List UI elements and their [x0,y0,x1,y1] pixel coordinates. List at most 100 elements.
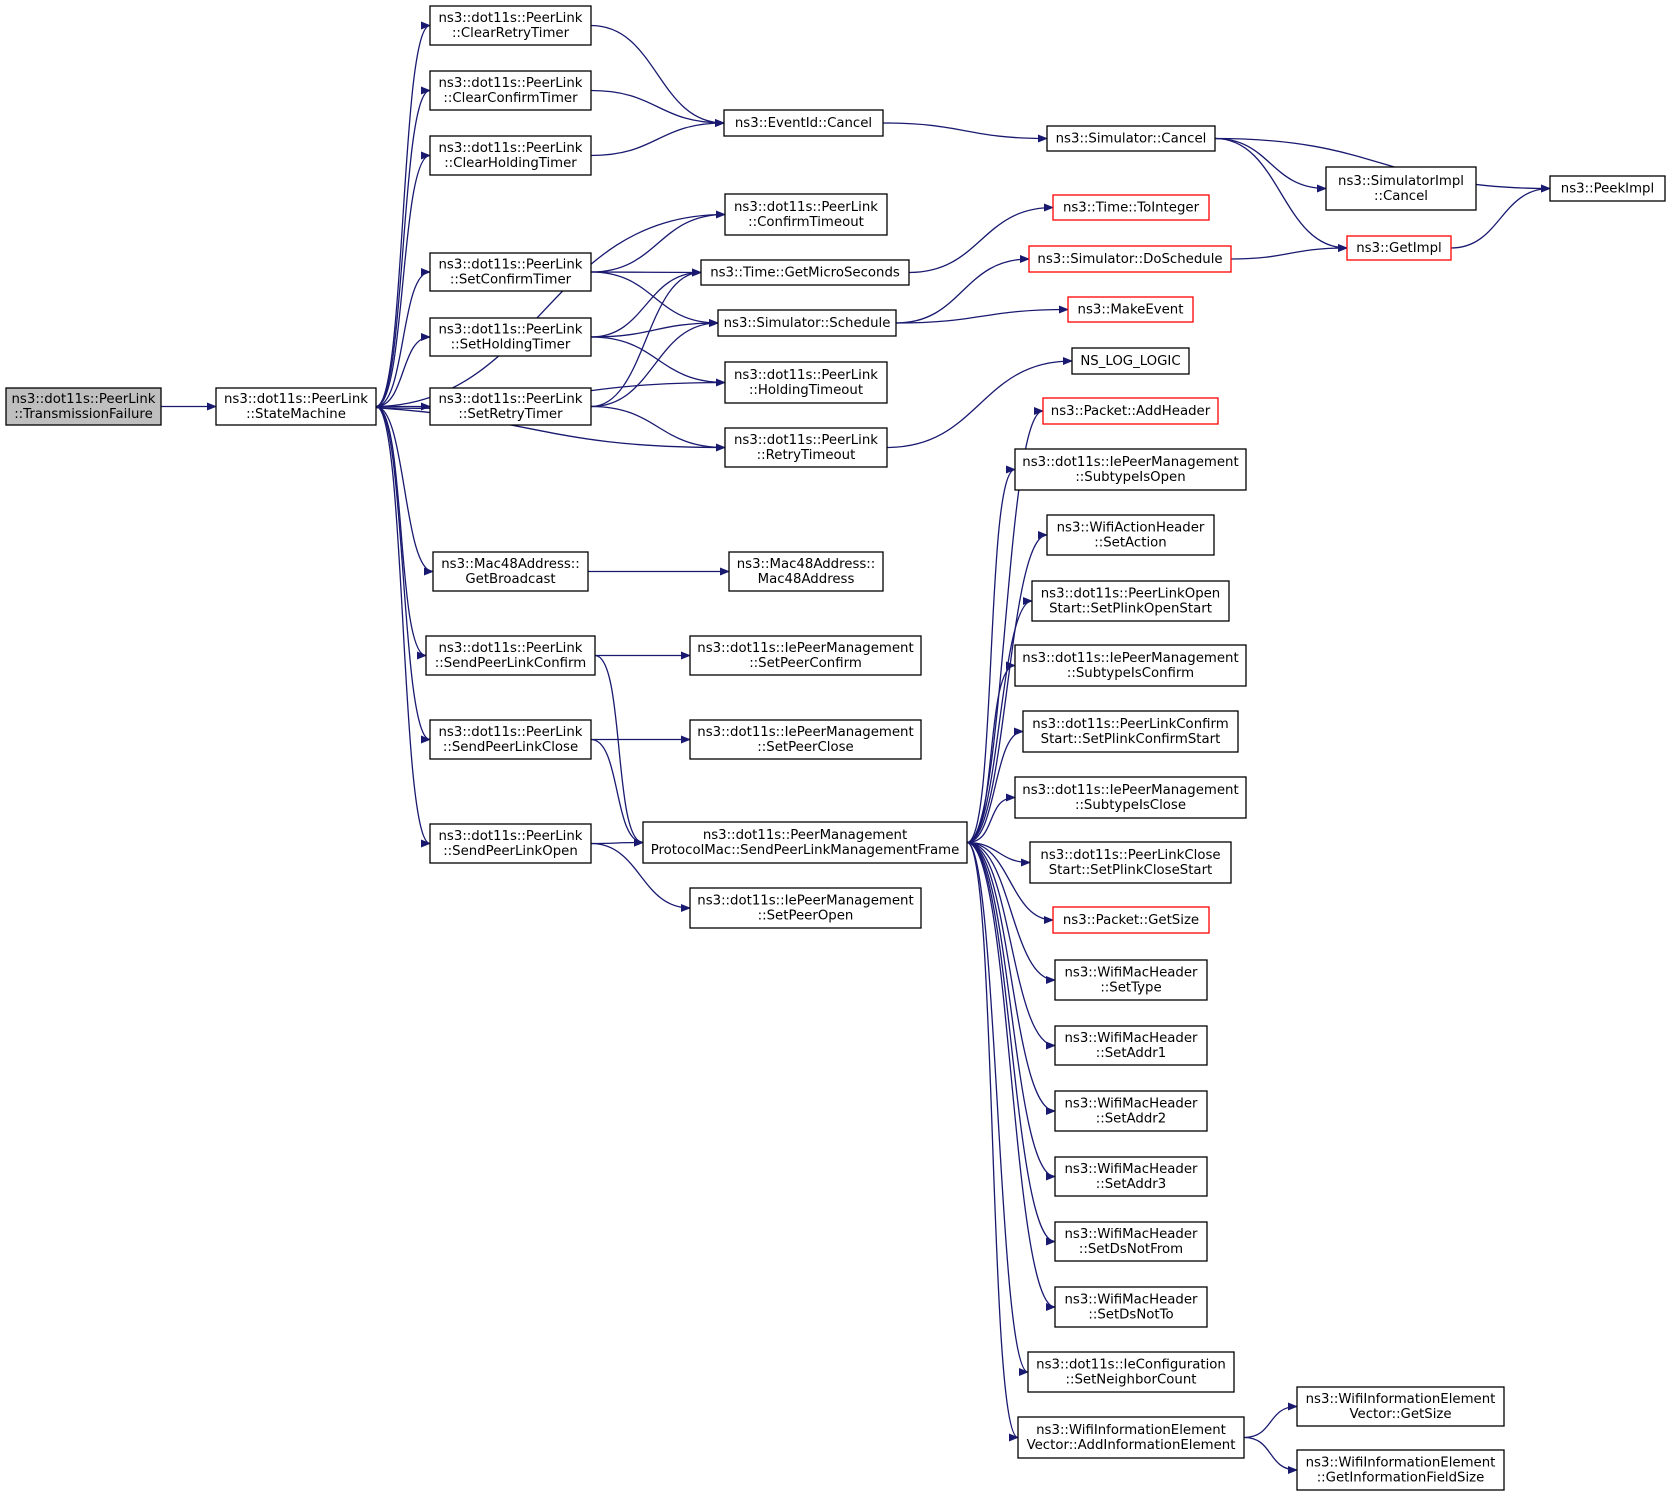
node-box[interactable] [724,361,888,404]
node-clear-retry-timer[interactable]: ns3::dot11s::PeerLink::ClearRetryTimer [429,5,592,46]
node-box[interactable] [717,309,897,337]
node-wifi-action-set-action[interactable]: ns3::WifiActionHeader::SetAction [1046,514,1215,556]
node-box[interactable] [1067,296,1194,323]
node-set-confirm-timer[interactable]: ns3::dot11s::PeerLink::SetConfirmTimer [429,252,592,292]
node-send-mgmt-frame[interactable]: ns3::dot11s::PeerManagementProtocolMac::… [642,821,968,864]
node-subtype-is-confirm[interactable]: ns3::dot11s::IePeerManagement::SubtypeIs… [1014,644,1247,687]
node-set-plink-open-start[interactable]: ns3::dot11s::PeerLinkOpenStart::SetPlink… [1031,580,1230,622]
node-holding-timeout[interactable]: ns3::dot11s::PeerLink::HoldingTimeout [724,361,888,404]
node-box[interactable] [1022,710,1239,753]
node-box[interactable] [1549,175,1666,202]
node-peek-impl[interactable]: ns3::PeekImpl [1549,175,1666,202]
node-box[interactable] [724,193,888,236]
node-time-to-integer[interactable]: ns3::Time::ToInteger [1052,194,1210,221]
node-clear-holding-timer[interactable]: ns3::dot11s::PeerLink::ClearHoldingTimer [429,135,592,176]
node-box[interactable] [1296,1449,1505,1491]
node-box[interactable] [1046,514,1215,556]
node-box[interactable] [1054,1025,1208,1066]
node-mac48-get-broadcast[interactable]: ns3::Mac48Address::GetBroadcast [432,551,589,592]
node-box[interactable] [1052,906,1210,934]
node-box[interactable] [1014,776,1247,819]
node-box[interactable] [1014,448,1247,491]
node-subtype-is-open[interactable]: ns3::dot11s::IePeerManagement::SubtypeIs… [1014,448,1247,491]
node-ns-log-logic[interactable]: NS_LOG_LOGIC [1071,347,1190,375]
node-simulator-schedule[interactable]: ns3::Simulator::Schedule [717,309,897,337]
node-set-peer-confirm[interactable]: ns3::dot11s::IePeerManagement::SetPeerCo… [689,635,922,676]
node-packet-get-size[interactable]: ns3::Packet::GetSize [1052,906,1210,934]
node-box[interactable] [429,252,592,292]
node-box[interactable] [1054,959,1208,1001]
node-wifimac-set-addr3[interactable]: ns3::WifiMacHeader::SetAddr3 [1054,1156,1208,1197]
node-box[interactable] [429,719,592,760]
node-box[interactable] [1031,580,1230,622]
node-box[interactable] [1028,245,1232,273]
node-box[interactable] [429,70,592,111]
node-transmission-failure[interactable]: ns3::dot11s::PeerLink::TransmissionFailu… [5,387,162,426]
node-box[interactable] [429,317,592,357]
node-mac48-address[interactable]: ns3::Mac48Address::Mac48Address [728,551,884,592]
node-box[interactable] [689,719,922,760]
node-get-impl[interactable]: ns3::GetImpl [1346,235,1452,261]
node-box[interactable] [1054,1156,1208,1197]
node-send-peer-link-confirm[interactable]: ns3::dot11s::PeerLink::SendPeerLinkConfi… [425,635,596,676]
node-wifimac-set-ds-not-to[interactable]: ns3::WifiMacHeader::SetDsNotTo [1054,1286,1208,1328]
node-box[interactable] [723,109,884,137]
node-wie-vector-get-size[interactable]: ns3::WifiInformationElementVector::GetSi… [1296,1386,1505,1427]
node-box[interactable] [215,387,377,426]
node-box[interactable] [429,135,592,176]
node-state-machine[interactable]: ns3::dot11s::PeerLink::StateMachine [215,387,377,426]
node-subtype-is-close[interactable]: ns3::dot11s::IePeerManagement::SubtypeIs… [1014,776,1247,819]
node-wifimac-set-addr1[interactable]: ns3::WifiMacHeader::SetAddr1 [1054,1025,1208,1066]
node-box[interactable] [1029,841,1232,884]
node-box[interactable] [425,635,596,676]
node-box[interactable] [1346,235,1452,261]
node-box[interactable] [724,427,888,468]
node-packet-add-header[interactable]: ns3::Packet::AddHeader [1042,397,1219,425]
node-retry-timeout[interactable]: ns3::dot11s::PeerLink::RetryTimeout [724,427,888,468]
node-wie-get-information-field-size[interactable]: ns3::WifiInformationElement::GetInformat… [1296,1449,1505,1491]
node-set-peer-open[interactable]: ns3::dot11s::IePeerManagement::SetPeerOp… [689,887,922,929]
node-box[interactable] [1042,397,1219,425]
node-box[interactable] [689,887,922,929]
node-box[interactable] [700,259,910,286]
node-box[interactable] [1054,1286,1208,1328]
node-box[interactable] [1054,1090,1208,1132]
node-box[interactable] [1054,1221,1208,1262]
node-box[interactable] [432,551,589,592]
node-time-get-micro-seconds[interactable]: ns3::Time::GetMicroSeconds [700,259,910,286]
node-box[interactable] [1052,194,1210,221]
node-eventid-cancel[interactable]: ns3::EventId::Cancel [723,109,884,137]
node-box[interactable] [1296,1386,1505,1427]
node-set-peer-close[interactable]: ns3::dot11s::IePeerManagement::SetPeerCl… [689,719,922,760]
node-box[interactable] [689,635,922,676]
node-box[interactable] [642,821,968,864]
node-set-plink-close-start[interactable]: ns3::dot11s::PeerLinkCloseStart::SetPlin… [1029,841,1232,884]
node-confirm-timeout[interactable]: ns3::dot11s::PeerLink::ConfirmTimeout [724,193,888,236]
node-wifimac-set-ds-not-from[interactable]: ns3::WifiMacHeader::SetDsNotFrom [1054,1221,1208,1262]
node-simulator-impl-cancel[interactable]: ns3::SimulatorImpl::Cancel [1325,166,1477,211]
node-box[interactable] [429,5,592,46]
node-make-event[interactable]: ns3::MakeEvent [1067,296,1194,323]
node-wifimac-set-type[interactable]: ns3::WifiMacHeader::SetType [1054,959,1208,1001]
node-box[interactable] [429,387,592,426]
node-wifimac-set-addr2[interactable]: ns3::WifiMacHeader::SetAddr2 [1054,1090,1208,1132]
node-send-peer-link-open[interactable]: ns3::dot11s::PeerLink::SendPeerLinkOpen [429,823,592,864]
node-set-retry-timer[interactable]: ns3::dot11s::PeerLink::SetRetryTimer [429,387,592,426]
node-clear-confirm-timer[interactable]: ns3::dot11s::PeerLink::ClearConfirmTimer [429,70,592,111]
node-box[interactable] [5,387,162,426]
node-add-information-element[interactable]: ns3::WifiInformationElementVector::AddIn… [1017,1416,1245,1459]
node-box[interactable] [429,823,592,864]
node-box[interactable] [728,551,884,592]
node-set-plink-confirm-start[interactable]: ns3::dot11s::PeerLinkConfirmStart::SetPl… [1022,710,1239,753]
node-box[interactable] [1017,1416,1245,1459]
node-simulator-cancel[interactable]: ns3::Simulator::Cancel [1046,125,1216,152]
node-set-holding-timer[interactable]: ns3::dot11s::PeerLink::SetHoldingTimer [429,317,592,357]
node-send-peer-link-close[interactable]: ns3::dot11s::PeerLink::SendPeerLinkClose [429,719,592,760]
node-box[interactable] [1325,166,1477,211]
node-simulator-do-schedule[interactable]: ns3::Simulator::DoSchedule [1028,245,1232,273]
node-box[interactable] [1027,1351,1235,1393]
node-box[interactable] [1046,125,1216,152]
node-ieconfig-set-neighbor-count[interactable]: ns3::dot11s::IeConfiguration::SetNeighbo… [1027,1351,1235,1393]
node-box[interactable] [1014,644,1247,687]
node-box[interactable] [1071,347,1190,375]
